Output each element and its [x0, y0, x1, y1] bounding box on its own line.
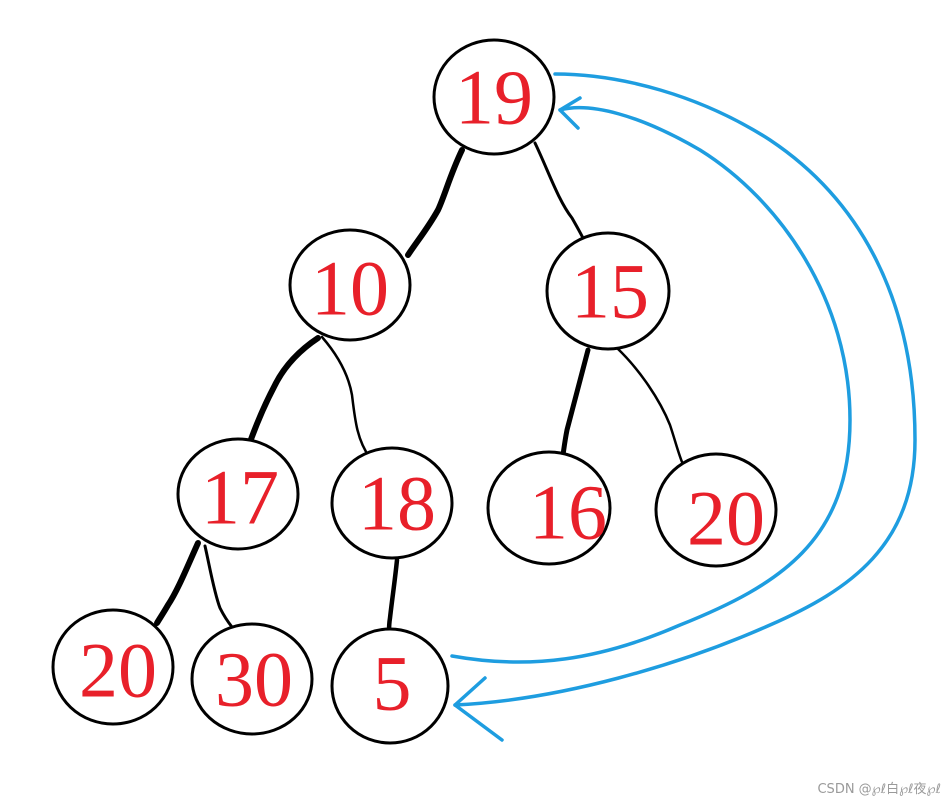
edge-10-18	[320, 335, 372, 460]
node-15: 15	[545, 231, 671, 351]
swap-arrows	[450, 72, 917, 742]
node-30-label: 30	[215, 636, 293, 723]
node-18-label: 18	[358, 460, 436, 547]
node-17-label: 17	[201, 454, 279, 541]
edge-10-17	[247, 335, 321, 445]
edge-18-5	[386, 557, 400, 635]
edge-17-20	[154, 540, 201, 626]
tree-nodes: 19 10 15 17 18 16 20 20	[51, 38, 778, 745]
tree-edges	[154, 141, 684, 635]
arrow-head-at-19	[558, 96, 582, 130]
arrow-5-to-19	[450, 106, 852, 664]
node-30: 30	[190, 622, 314, 736]
edge-15-20	[615, 346, 684, 464]
edge-19-10	[405, 147, 465, 258]
node-17: 17	[176, 437, 300, 551]
node-20-right: 20	[654, 452, 778, 568]
node-20-right-label: 20	[687, 475, 765, 562]
node-5: 5	[330, 627, 450, 745]
node-18: 18	[330, 446, 454, 560]
edge-15-16	[560, 347, 591, 458]
node-19-label: 19	[455, 54, 533, 141]
edge-19-15	[533, 141, 586, 242]
node-20-left-label: 20	[79, 627, 157, 714]
node-5-label: 5	[373, 640, 412, 727]
node-20-left: 20	[51, 608, 175, 726]
node-16: 16	[486, 450, 612, 566]
node-15-label: 15	[571, 248, 649, 335]
watermark: CSDN @℘ℓ白℘ℓ夜℘ℓ	[817, 782, 941, 797]
edge-17-30	[203, 544, 234, 629]
node-10: 10	[288, 228, 412, 342]
arrow-19-to-5	[453, 72, 917, 707]
node-10-label: 10	[311, 245, 389, 332]
node-16-label: 16	[529, 469, 607, 556]
node-19: 19	[432, 38, 556, 156]
arrow-head-at-5	[453, 676, 504, 742]
